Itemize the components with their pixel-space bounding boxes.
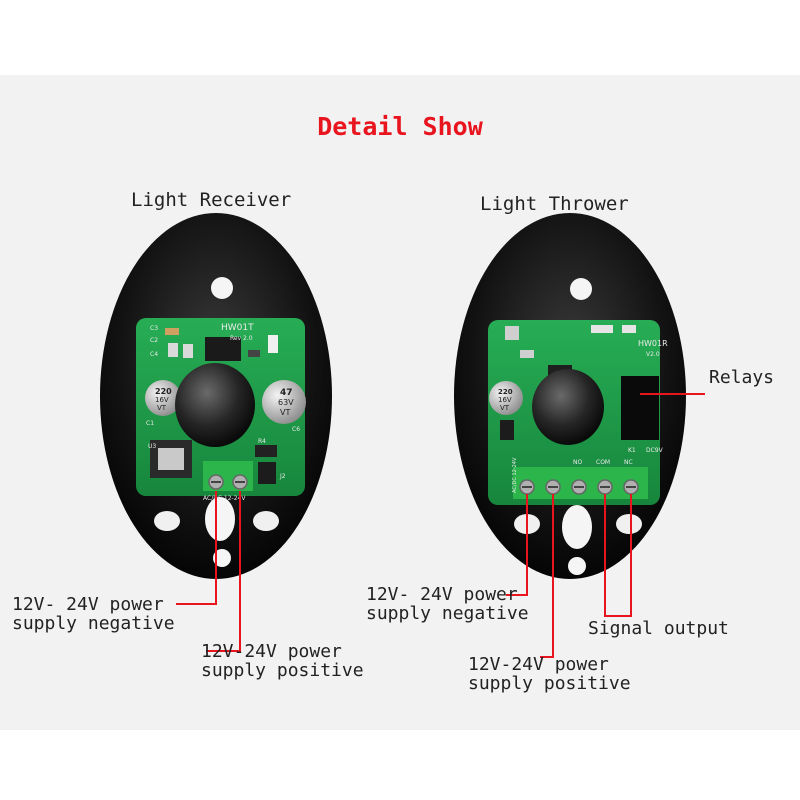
receiver-capacitor-47 bbox=[262, 380, 306, 424]
receiver-ref-c4: C4 bbox=[150, 351, 158, 358]
thrower-bottom-hole bbox=[562, 505, 592, 549]
thrower-capacitor-220 bbox=[489, 381, 523, 415]
thrower-rev-text: V2.0 bbox=[646, 351, 660, 358]
thrower-relay bbox=[621, 376, 659, 440]
thrower-relay-dc9v: DC9V bbox=[646, 447, 664, 454]
thrower-top-hole bbox=[570, 278, 592, 300]
thrower-terminal-power-label: AC/DC 12-24V bbox=[512, 457, 518, 493]
receiver-model-text: HW01T bbox=[221, 323, 254, 333]
thrower-lens bbox=[532, 369, 604, 445]
thrower-terminal-no-label: NO bbox=[573, 459, 582, 466]
receiver-capacitor-220 bbox=[145, 380, 181, 416]
receiver-rev-text: Rev 2.0 bbox=[230, 335, 253, 342]
thrower-device bbox=[454, 213, 686, 579]
receiver-cap-left-1: 220 bbox=[155, 387, 172, 396]
receiver-cap-right-1: 47 bbox=[280, 388, 293, 398]
receiver-top-hole bbox=[211, 277, 233, 299]
receiver-device bbox=[100, 213, 332, 579]
receiver-cap-left-2: 16V bbox=[155, 396, 169, 404]
receiver-bottom-hole bbox=[205, 497, 235, 541]
tx-negative-label: 12V- 24V power supply negative bbox=[366, 584, 529, 624]
tx-negative-line bbox=[506, 494, 528, 596]
tx-positive-label: 12V-24V power supply positive bbox=[468, 654, 631, 694]
thrower-cap-2: 16V bbox=[498, 396, 512, 404]
thrower-terminal-nc-label: NC bbox=[624, 459, 633, 466]
receiver-terminal-label: AC/DC 12-24V bbox=[203, 495, 246, 502]
thrower-terminal-com-label: COM bbox=[596, 459, 610, 466]
relays-label: Relays bbox=[709, 367, 775, 388]
receiver-header: Light Receiver bbox=[131, 189, 292, 211]
thrower-header: Light Thrower bbox=[480, 193, 629, 215]
tx-positive-line bbox=[540, 494, 554, 658]
signal-output-line bbox=[604, 494, 632, 617]
receiver-cap-left-3: VT bbox=[157, 404, 167, 412]
receiver-ref-c6: C6 bbox=[292, 426, 300, 433]
receiver-ref-j2: J2 bbox=[279, 473, 286, 480]
receiver-ref-c3: C3 bbox=[150, 325, 158, 332]
thrower-cap-1: 220 bbox=[498, 388, 513, 396]
receiver-cap-right-2: 63V bbox=[278, 398, 294, 407]
receiver-ref-u3: U3 bbox=[148, 443, 156, 450]
receiver-cap-right-3: VT bbox=[280, 408, 290, 417]
rx-negative-label: 12V- 24V power supply negative bbox=[12, 594, 175, 634]
signal-output-label: Signal output bbox=[588, 618, 729, 639]
thrower-relay-k1: K1 bbox=[628, 447, 636, 454]
receiver-ref-r4: R4 bbox=[258, 438, 266, 445]
page-title: Detail Show bbox=[317, 112, 483, 141]
receiver-ref-c1: C1 bbox=[146, 420, 154, 427]
thrower-cap-3: VT bbox=[500, 404, 510, 412]
rx-negative-line bbox=[176, 491, 217, 605]
rx-positive-label: 12V-24V power supply positive bbox=[201, 641, 364, 681]
receiver-lens bbox=[175, 363, 255, 447]
callout-lines bbox=[176, 393, 705, 658]
thrower-model-text: HW01R bbox=[638, 339, 668, 348]
receiver-ref-c2: C2 bbox=[150, 337, 158, 344]
rx-positive-line bbox=[206, 491, 241, 652]
